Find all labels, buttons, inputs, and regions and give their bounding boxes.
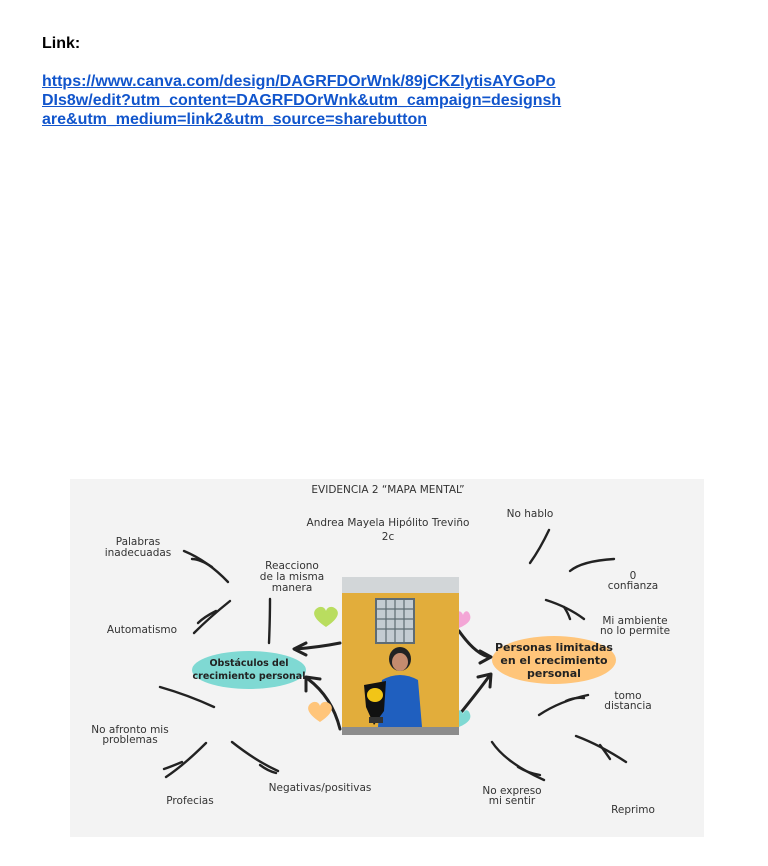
node-obstaculos: Obstáculos del crecimiento personal [192, 651, 306, 689]
item-profecias: Profecias [166, 795, 214, 807]
item-reprimo: Reprimo [611, 804, 655, 816]
heart-green-icon [314, 606, 338, 627]
mindmap-title: EVIDENCIA 2 “MAPA MENTAL” [311, 484, 465, 496]
item-no-expreso: No expreso mi sentir [482, 785, 542, 807]
item-no-hablo: No hablo [506, 508, 554, 520]
link-label: Link: [42, 35, 81, 52]
item-reacciono: Reacciono de la misma manera [259, 560, 325, 594]
author-name: Andrea Mayela Hipólito Treviño 2c [306, 517, 470, 543]
item-confianza: 0 confianza [607, 570, 659, 592]
student-photo [342, 577, 459, 735]
item-mi-ambiente: Mi ambiente no lo permite [599, 615, 671, 637]
item-automatismo: Automatismo [106, 624, 178, 636]
item-no-afronto: No afronto mis problemas [91, 724, 169, 746]
branch-lines [158, 528, 628, 782]
item-negativas-positivas: Negativas/positivas [268, 782, 372, 794]
canva-design-link[interactable]: https://www.canva.com/design/DAGRFDOrWnk… [42, 73, 562, 128]
item-palabras-inadecuadas: Palabras inadecuadas [104, 536, 172, 559]
item-tomo-distancia: tomo distancia [604, 690, 652, 712]
heart-orange-icon [308, 701, 332, 722]
mind-map-image: EVIDENCIA 2 “MAPA MENTAL” Andrea Mayela … [70, 479, 704, 837]
node-personas-limitadas: Personas limitadas en el crecimiento per… [492, 636, 616, 684]
